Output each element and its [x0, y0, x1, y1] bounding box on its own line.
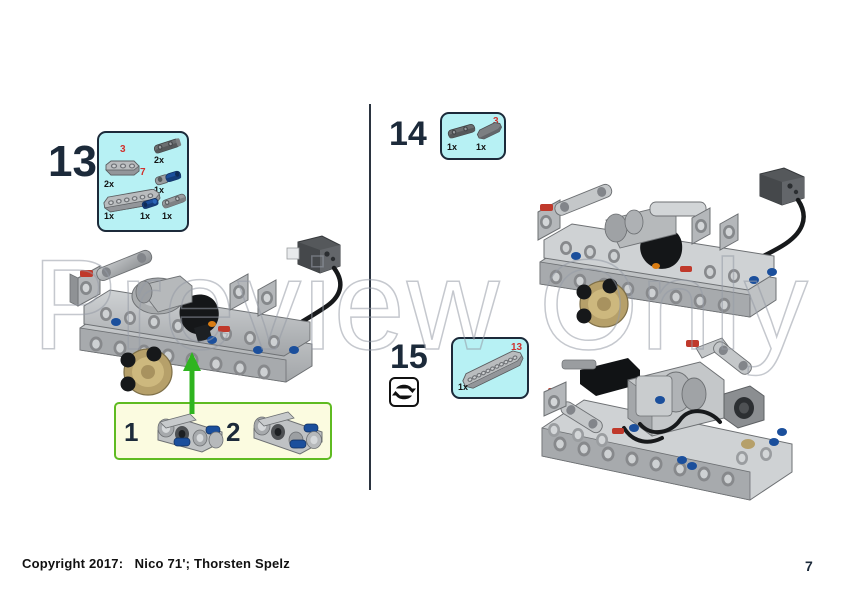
page-number: 7	[805, 558, 813, 574]
copyright-notice: Copyright 2017: Nico 71'; Thorsten Spelz	[22, 556, 290, 571]
part-icon-axle-connector-gray	[161, 193, 187, 209]
parts-callout-step-14: 1x 3 1x	[440, 112, 506, 160]
step-number-15: 15	[390, 338, 428, 376]
part-icon-axle-connector-dark-gray	[153, 138, 182, 154]
part-icon-axle-2-blue	[141, 198, 159, 209]
parts-callout-step-13: 3 2x 2x 7	[97, 131, 189, 232]
assembly-direction-arrow	[183, 352, 201, 414]
part-qty-13-3: 1x	[104, 211, 115, 221]
model-step-13-main	[62, 232, 362, 422]
step-number-14: 14	[389, 115, 427, 153]
part-icon-liftarm-13-light-gray	[462, 350, 524, 389]
step-number-13: 13	[48, 137, 97, 186]
part-qty-13-2: 1x	[154, 185, 165, 195]
subassembly-number-1: 1	[124, 417, 139, 447]
part-qty-13-5: 1x	[162, 211, 173, 221]
model-step-15-chassis-flipped	[524, 332, 842, 512]
subassembly-illustration-1	[157, 413, 224, 453]
parts-callout-step-15: 13 1x	[451, 337, 529, 399]
part-qty-14-1: 1x	[476, 142, 487, 152]
part-qty-15-0: 1x	[458, 382, 469, 392]
part-icon-liftarm-3-light-gray	[105, 160, 140, 176]
part-qty-13-4: 1x	[140, 211, 151, 221]
rotate-model-icon	[389, 377, 419, 407]
part-icon-axle-pin-blue	[154, 170, 182, 186]
subassembly-illustration-2	[253, 411, 323, 455]
model-step-14-chassis	[524, 162, 834, 347]
part-color-id-14-1: 3	[493, 116, 499, 127]
part-icon-axle-connector-dark-gray-step14	[447, 124, 476, 139]
part-icon-liftarm-7-light-gray	[103, 189, 161, 213]
part-color-id-15-0: 13	[511, 342, 523, 353]
part-color-id-13-0: 3	[120, 144, 126, 155]
subassembly-number-2: 2	[226, 417, 241, 447]
part-color-id-13-3: 7	[140, 167, 146, 178]
part-qty-14-0: 1x	[447, 142, 458, 152]
part-qty-13-0: 2x	[104, 179, 115, 189]
part-icon-liftarm-3-dark-gray	[476, 122, 503, 140]
subassembly-callout: 1 2	[114, 402, 332, 460]
column-divider	[369, 104, 371, 490]
part-qty-13-1: 2x	[154, 155, 165, 165]
